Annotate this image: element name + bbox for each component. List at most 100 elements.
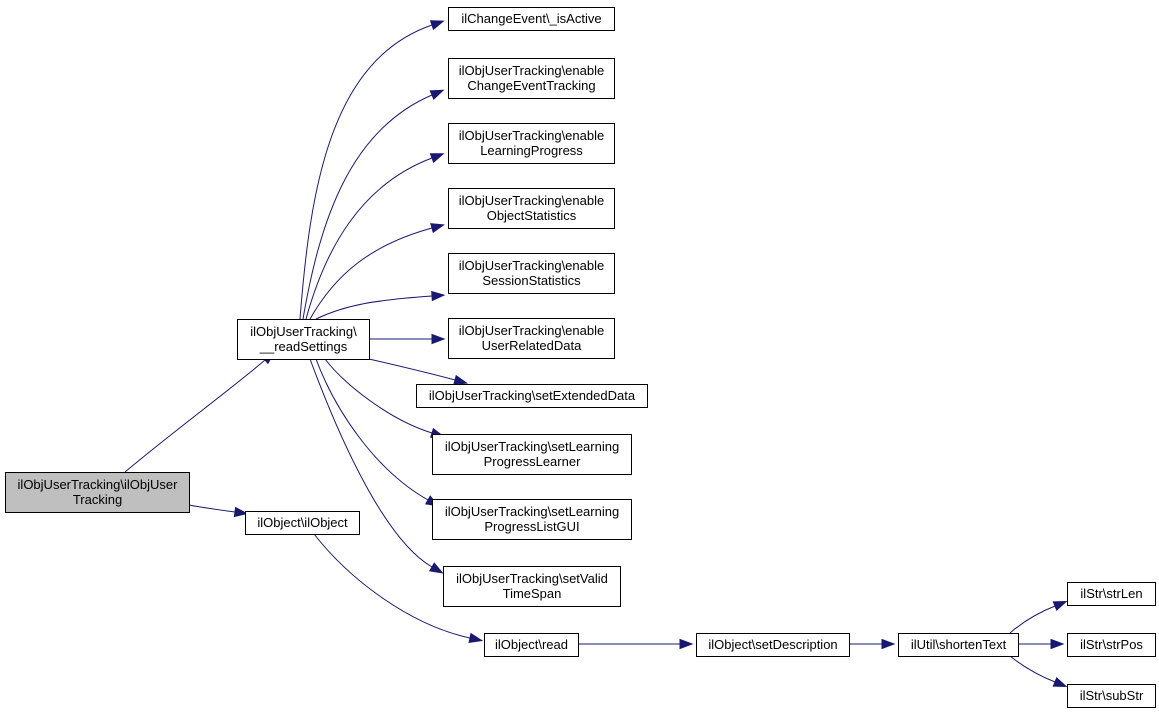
edge-readSettings-to-enableChangeEvent	[302, 89, 445, 320]
node-label-line: ilChangeEvent\_isActive	[461, 11, 601, 26]
edge-line	[313, 533, 471, 639]
node-label-line: ilStr\subStr	[1080, 688, 1144, 703]
node-label-line: ilObjUserTracking\setValid	[456, 571, 608, 586]
node-box	[448, 123, 615, 164]
node-setLearner[interactable]: ilObjUserTracking\setLearningProgressLea…	[432, 434, 632, 475]
edge-arrowhead	[428, 562, 444, 574]
edge-ilObject-to-read	[313, 533, 484, 643]
node-box	[898, 633, 1019, 657]
edge-line	[1009, 655, 1056, 683]
node-read[interactable]: ilObject\read	[484, 633, 579, 657]
edge-root-to-readSettings	[124, 351, 276, 473]
node-box	[1067, 582, 1156, 606]
edge-readSettings-to-enableLearning	[305, 153, 445, 320]
edge-shortenText-to-subStr	[1009, 655, 1068, 687]
edge-line	[1009, 605, 1056, 634]
node-label-line: ilObjUserTracking\setLearning	[445, 439, 619, 454]
node-label-line: ilObjUserTracking\	[250, 324, 357, 339]
node-box	[237, 319, 370, 360]
node-enableChangeEvent[interactable]: ilObjUserTracking\enableChangeEventTrack…	[448, 58, 615, 99]
node-label-line: ilObjUserTracking\enable	[459, 258, 604, 273]
edge-line	[309, 358, 433, 568]
node-subStr[interactable]: ilStr\subStr	[1067, 684, 1156, 708]
node-label-line: Tracking	[73, 492, 122, 507]
edge-readSettings-to-setListGUI	[315, 358, 440, 507]
edge-readSettings-to-setValid	[309, 358, 444, 574]
node-label-line: ilObjUserTracking\ilObjUser	[18, 477, 179, 492]
edge-arrowhead	[429, 20, 445, 31]
edge-readSettings-to-enableUser	[369, 333, 446, 345]
node-enableSession[interactable]: ilObjUserTracking\enableSessionStatistic…	[448, 253, 615, 294]
node-setListGUI[interactable]: ilObjUserTracking\setLearningProgressLis…	[432, 499, 632, 540]
node-label-line: ilObjUserTracking\setLearning	[445, 504, 619, 519]
node-box	[443, 566, 621, 607]
node-ilObject[interactable]: ilObject\ilObject	[245, 511, 360, 535]
edge-arrowhead	[679, 638, 694, 650]
node-box	[448, 7, 615, 31]
edge-read-to-setDescription	[578, 638, 694, 650]
edge-readSettings-to-setExtended	[368, 358, 468, 385]
edge-shortenText-to-strPos	[1018, 638, 1065, 650]
node-label-line: ilObjUserTracking\enable	[459, 193, 604, 208]
edge-arrowhead	[431, 333, 446, 345]
edge-arrowhead	[429, 153, 445, 164]
node-box	[448, 188, 615, 229]
edge-line	[305, 157, 433, 320]
node-box	[1067, 684, 1156, 708]
node-shortenText[interactable]: ilUtil\shortenText	[898, 633, 1019, 657]
node-label-line: ilUtil\shortenText	[911, 637, 1007, 652]
node-label-line: ilObjUserTracking\enable	[459, 128, 604, 143]
node-label-line: ilObjUserTracking\enable	[459, 323, 604, 338]
node-label-line: ChangeEventTracking	[467, 78, 595, 93]
node-box	[448, 253, 615, 294]
edge-line	[368, 358, 456, 381]
node-box	[5, 472, 190, 513]
node-box	[448, 318, 615, 359]
node-label-line: ProgressListGUI	[484, 519, 579, 534]
edge-arrowhead	[1052, 601, 1068, 612]
edge-line	[315, 295, 433, 320]
node-label-line: ilObject\setDescription	[708, 637, 837, 652]
edge-line	[315, 358, 429, 501]
edge-arrowhead	[431, 290, 446, 302]
node-label-line: ilObjUserTracking\setExtendedData	[429, 388, 636, 403]
node-label-line: ObjectStatistics	[487, 208, 577, 223]
node-box	[416, 384, 648, 408]
edges-layer	[124, 20, 1068, 687]
edge-readSettings-to-isActive	[299, 20, 445, 320]
edge-line	[309, 227, 433, 320]
node-label-line: ilObject\read	[495, 637, 568, 652]
node-setDescription[interactable]: ilObject\setDescription	[696, 633, 850, 657]
edge-line	[188, 504, 236, 513]
node-label-line: SessionStatistics	[482, 273, 581, 288]
node-box	[432, 434, 632, 475]
edge-line	[302, 94, 433, 320]
node-box	[696, 633, 850, 657]
edge-arrowhead	[430, 223, 445, 234]
node-label-line: TimeSpan	[503, 586, 562, 601]
node-strLen[interactable]: ilStr\strLen	[1067, 582, 1156, 606]
node-strPos[interactable]: ilStr\strPos	[1067, 633, 1156, 657]
node-readSettings[interactable]: ilObjUserTracking\__readSettings	[237, 319, 370, 360]
edge-readSettings-to-enableSession	[315, 290, 446, 320]
node-setExtended[interactable]: ilObjUserTracking\setExtendedData	[416, 384, 648, 408]
node-label-line: ilObjUserTracking\enable	[459, 63, 604, 78]
node-label-line: LearningProgress	[480, 143, 583, 158]
edge-line	[299, 24, 433, 320]
node-root[interactable]: ilObjUserTracking\ilObjUserTracking	[5, 472, 190, 513]
node-box	[1067, 633, 1156, 657]
edge-arrowhead	[429, 89, 445, 100]
edge-arrowhead	[1050, 638, 1065, 650]
edge-line	[124, 359, 266, 473]
nodes-layer: ilObjUserTracking\ilObjUserTrackingilObj…	[5, 7, 1156, 708]
edge-arrowhead	[233, 506, 249, 518]
edge-root-to-ilObject	[188, 504, 249, 518]
edge-setDescription-to-shortenText	[849, 638, 896, 650]
node-isActive[interactable]: ilChangeEvent\_isActive	[448, 7, 615, 31]
edge-arrowhead	[453, 374, 468, 385]
